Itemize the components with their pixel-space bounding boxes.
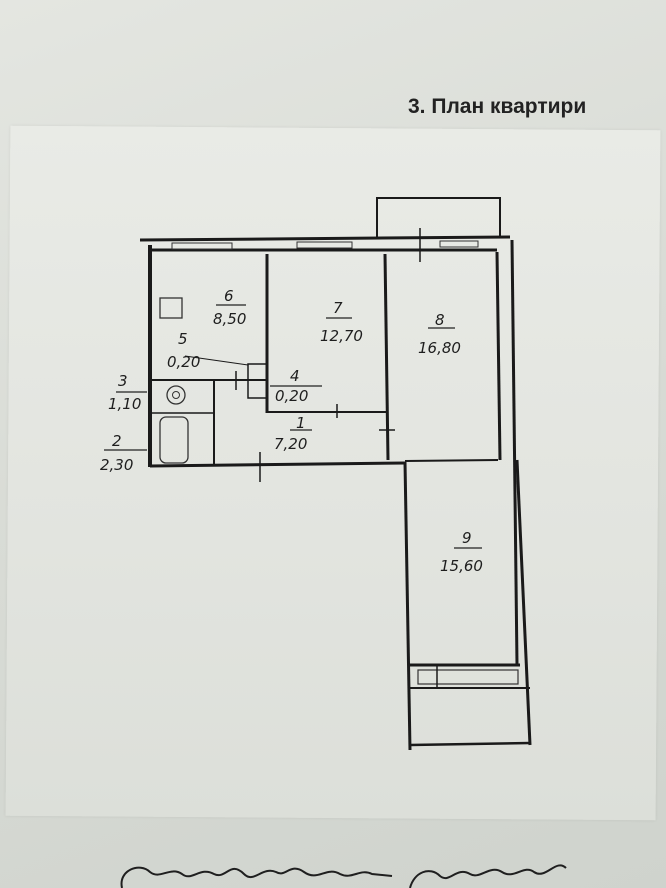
room-3-area: 1,10 xyxy=(108,395,141,413)
room-3-number: 3 xyxy=(118,372,128,390)
room-2-area: 2,30 xyxy=(100,456,133,474)
room-6-number: 6 xyxy=(224,287,234,305)
room-4-area: 0,20 xyxy=(275,387,308,405)
room-2-number: 2 xyxy=(112,432,122,450)
walls xyxy=(104,197,532,751)
room-8-number: 8 xyxy=(435,311,445,329)
room-4-number: 4 xyxy=(290,367,300,385)
room-1-area: 7,20 xyxy=(274,435,307,453)
handwritten-note xyxy=(120,864,567,888)
room-1-number: 1 xyxy=(296,414,306,432)
room-7-number: 7 xyxy=(333,299,343,317)
room-6-area: 8,50 xyxy=(213,310,246,328)
room-8-area: 16,80 xyxy=(418,339,461,357)
room-5-number: 5 xyxy=(178,330,188,348)
room-7-area: 12,70 xyxy=(320,327,363,345)
room-9-area: 15,60 xyxy=(440,557,483,575)
room-5-area: 0,20 xyxy=(167,353,200,371)
section-title: 3. План квартири xyxy=(408,95,587,118)
room-labels: 1 7,20 2 2,30 3 1,10 4 0,20 5 0,20 6 8,5… xyxy=(100,287,483,575)
room-9-number: 9 xyxy=(462,529,472,547)
